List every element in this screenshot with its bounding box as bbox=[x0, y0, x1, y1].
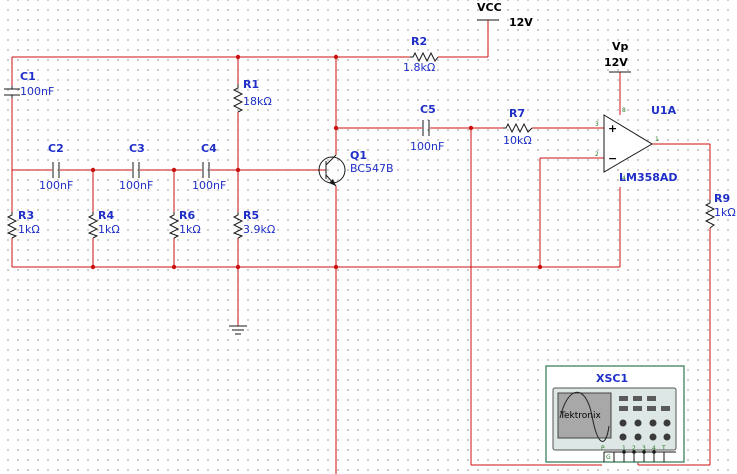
capacitor-c5[interactable]: C5 100nF bbox=[410, 103, 444, 153]
scope-button[interactable] bbox=[647, 396, 656, 401]
u1a-ref: U1A bbox=[651, 104, 677, 117]
scope-brand: Tektronix bbox=[559, 411, 601, 421]
opamp-pin-8: 8 bbox=[622, 107, 626, 114]
c1-value: 100nF bbox=[20, 85, 54, 98]
capacitor-c2[interactable]: C2 100nF bbox=[39, 142, 73, 192]
scope-terminal-1: 1 bbox=[622, 445, 626, 452]
scope-terminals: P G 1 2 3 4 T bbox=[601, 445, 666, 462]
opamp-pin-1: 1 bbox=[655, 136, 659, 143]
scope-knob[interactable] bbox=[634, 419, 642, 427]
scope-knob[interactable] bbox=[663, 419, 671, 427]
r9-value: 1kΩ bbox=[714, 206, 736, 219]
wires bbox=[11, 20, 711, 474]
r5-value: 3.9kΩ bbox=[243, 223, 275, 236]
vcc-supply[interactable]: VCC 12V bbox=[477, 1, 533, 29]
scope-button[interactable] bbox=[633, 396, 642, 401]
opamp-pin-3: 3 bbox=[595, 121, 599, 128]
r2-ref: R2 bbox=[411, 35, 427, 48]
resistor-r3[interactable]: R3 1kΩ bbox=[6, 209, 40, 239]
r3-value: 1kΩ bbox=[18, 223, 40, 236]
capacitor-c3[interactable]: C3 100nF bbox=[119, 142, 153, 192]
scope-terminal-p: P bbox=[601, 445, 605, 452]
scope-waveform bbox=[559, 391, 610, 442]
xsc1-ref: XSC1 bbox=[596, 372, 628, 385]
r4-ref: R4 bbox=[98, 209, 114, 222]
vp-value: 12V bbox=[604, 56, 628, 69]
scope-knob[interactable] bbox=[649, 419, 657, 427]
oscilloscope-xsc1[interactable]: XSC1 Tektronix bbox=[545, 365, 685, 463]
r1-ref: R1 bbox=[243, 78, 259, 91]
scope-knob[interactable] bbox=[649, 433, 657, 441]
u1a-value: LM358AD bbox=[619, 171, 678, 184]
resistor-r5[interactable]: R5 3.9kΩ bbox=[232, 209, 275, 239]
scope-knob[interactable] bbox=[663, 433, 671, 441]
c3-value: 100nF bbox=[119, 179, 153, 192]
resistor-r4[interactable]: R4 1kΩ bbox=[87, 209, 120, 239]
opamp-minus-sign: − bbox=[608, 152, 617, 165]
c4-ref: C4 bbox=[201, 142, 217, 155]
vcc-value: 12V bbox=[509, 16, 533, 29]
vp-name: Vp bbox=[612, 40, 629, 53]
r7-value: 10kΩ bbox=[503, 134, 532, 147]
c2-value: 100nF bbox=[39, 179, 73, 192]
q1-ref: Q1 bbox=[350, 149, 367, 162]
c4-value: 100nF bbox=[192, 179, 226, 192]
r7-ref: R7 bbox=[509, 107, 525, 120]
opamp-pin-2: 2 bbox=[595, 151, 599, 158]
r9-ref: R9 bbox=[714, 192, 730, 205]
scope-button[interactable] bbox=[647, 406, 656, 411]
capacitor-c1[interactable]: C1 100nF bbox=[4, 70, 54, 98]
vcc-name: VCC bbox=[477, 1, 502, 14]
scope-button[interactable] bbox=[619, 396, 628, 401]
vp-supply[interactable]: Vp 12V bbox=[604, 40, 631, 73]
scope-terminal-2: 2 bbox=[632, 445, 636, 452]
c1-ref: C1 bbox=[20, 70, 36, 83]
r3-ref: R3 bbox=[18, 209, 34, 222]
r5-ref: R5 bbox=[243, 209, 259, 222]
resistor-r2[interactable]: R2 1.8kΩ bbox=[403, 35, 439, 74]
resistor-r9[interactable]: R9 1kΩ bbox=[704, 192, 736, 229]
junctions bbox=[90, 54, 543, 270]
capacitor-c4[interactable]: C4 100nF bbox=[192, 142, 226, 192]
transistor-q1[interactable]: Q1 BC547B bbox=[318, 149, 394, 187]
scope-knob[interactable] bbox=[634, 433, 642, 441]
opamp-u1a[interactable]: + − 3 2 1 8 4 U1A LM358AD bbox=[595, 104, 678, 184]
scope-button[interactable] bbox=[661, 406, 670, 411]
scope-button[interactable] bbox=[619, 406, 628, 411]
scope-terminal-g: G bbox=[606, 454, 611, 461]
r6-ref: R6 bbox=[179, 209, 195, 222]
resistor-r1[interactable]: R1 18kΩ bbox=[232, 78, 272, 113]
c3-ref: C3 bbox=[129, 142, 145, 155]
scope-terminal-t: T bbox=[661, 445, 666, 452]
r6-value: 1kΩ bbox=[179, 223, 201, 236]
scope-knob[interactable] bbox=[619, 433, 627, 441]
c5-value: 100nF bbox=[410, 140, 444, 153]
scope-terminal-3: 3 bbox=[642, 445, 646, 452]
opamp-plus-sign: + bbox=[608, 122, 617, 135]
opamp-pin-4: 4 bbox=[622, 175, 626, 182]
scope-button[interactable] bbox=[633, 406, 642, 411]
c5-ref: C5 bbox=[420, 103, 436, 116]
resistor-r7[interactable]: R7 10kΩ bbox=[503, 107, 533, 147]
ground-symbol bbox=[229, 325, 247, 335]
r4-value: 1kΩ bbox=[98, 223, 120, 236]
scope-knob[interactable] bbox=[619, 419, 627, 427]
q1-value: BC547B bbox=[350, 162, 394, 175]
r1-value: 18kΩ bbox=[243, 95, 272, 108]
c2-ref: C2 bbox=[48, 142, 64, 155]
r2-value: 1.8kΩ bbox=[403, 61, 435, 74]
scope-terminal-4: 4 bbox=[652, 445, 656, 452]
resistor-r6[interactable]: R6 1kΩ bbox=[168, 209, 201, 239]
